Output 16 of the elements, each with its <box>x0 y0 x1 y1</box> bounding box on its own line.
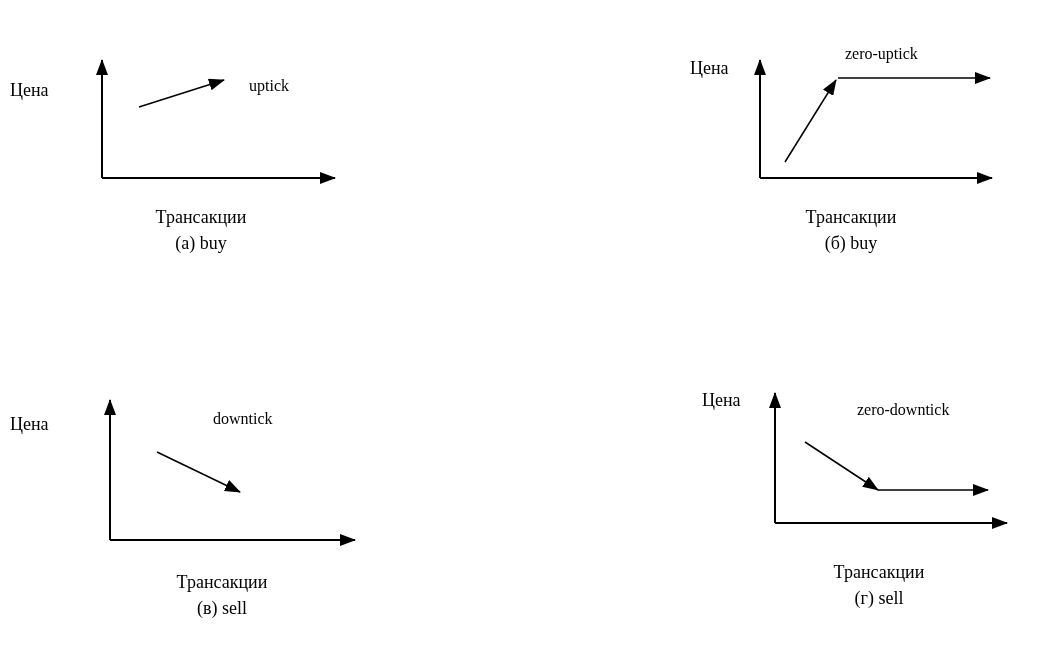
x-axis-label: Трансакции <box>805 207 897 229</box>
y-axis-label: Цена <box>690 58 729 80</box>
panel-caption: (б) buy <box>824 233 878 255</box>
x-axis-label: Трансакции <box>155 207 247 229</box>
series-label: zero-uptick <box>845 44 918 64</box>
x-axis-label: Трансакции <box>176 572 268 594</box>
panel-caption: (а) buy <box>175 233 227 255</box>
y-axis-label: Цена <box>10 414 49 436</box>
series-label: zero-downtick <box>857 400 950 420</box>
series-label: downtick <box>213 409 273 429</box>
panel-caption: (в) sell <box>197 598 247 620</box>
series-label: uptick <box>249 76 289 96</box>
y-axis-label: Цена <box>702 390 741 412</box>
y-axis-label: Цена <box>10 80 49 102</box>
x-axis-label: Трансакции <box>833 562 925 584</box>
panel-caption: (г) sell <box>854 588 904 610</box>
